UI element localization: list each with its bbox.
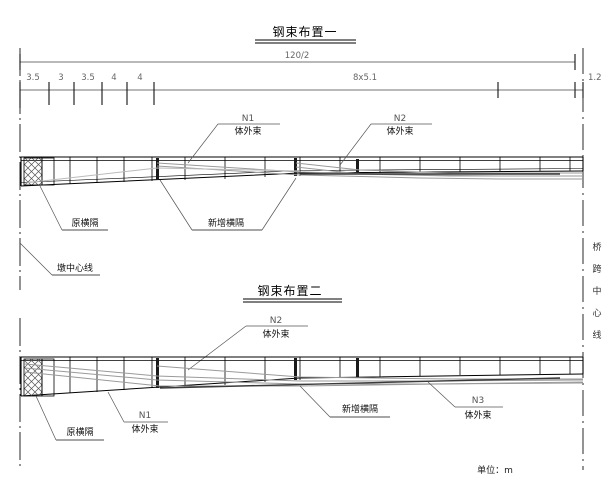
v2-n2-type: 体外束	[262, 328, 289, 340]
v2-new-diaphragm-3	[356, 358, 359, 377]
v2-callout-n2: N2 体外束	[187, 316, 308, 371]
v2-callout-n1: N1 体外束	[107, 391, 168, 435]
view1-girder	[20, 156, 584, 187]
view2-girder	[20, 356, 584, 397]
v2-n1-code: N1	[139, 411, 151, 421]
repeat-span-value: 8x5.1	[353, 73, 377, 83]
v1-n1-leader	[187, 123, 219, 164]
v1-new-diaphragm-leader-2	[261, 177, 297, 231]
v1-tendon-n2-path-b	[295, 166, 583, 177]
v2-new-diaphragm-label: 新增横隔	[342, 403, 378, 415]
v1-tendon-n2-path-a	[295, 162, 583, 174]
v1-original-diaphragm-box	[41, 157, 55, 186]
v1-callout-new-diaphragm: 新增横隔	[159, 177, 297, 231]
v1-n1-type: 体外束	[234, 125, 261, 137]
v1-new-diaphragms	[156, 158, 359, 180]
view1-title-group: 钢束布置一	[255, 25, 356, 44]
v1-n2-code: N2	[394, 114, 406, 124]
unit-note: 单位：m	[477, 464, 513, 476]
v2-original-diaphragm-label: 原横隔	[66, 426, 93, 438]
v1-new-diaphragm-2	[294, 158, 297, 176]
v2-n1-leader	[107, 391, 125, 423]
v2-new-diaphragm-2	[294, 358, 297, 380]
right-vertical-char-2: 跨	[592, 264, 601, 275]
v2-n1-type: 体外束	[131, 423, 158, 435]
v2-tendon-anchored	[159, 377, 561, 389]
right-vertical-char-3: 中	[592, 285, 601, 297]
segment-dim-value-2: 3	[58, 73, 63, 83]
v1-original-diaphragm	[23, 157, 55, 186]
v2-n3-leader	[427, 381, 456, 408]
v1-new-diaphragm-3	[356, 159, 359, 173]
v1-new-diaphragm-leader-1	[159, 179, 193, 231]
v1-n2-type: 体外束	[386, 125, 413, 137]
v1-tendon-left-sweep	[24, 167, 301, 184]
v1-callout-pier-centerline: 墩中心线	[19, 242, 100, 276]
right-vertical-char-4: 心	[592, 308, 601, 319]
v2-callout-original-diaphragm: 原横隔	[35, 395, 104, 441]
v2-new-diaphragm-1	[156, 358, 159, 388]
view2-title-group: 钢束布置二	[243, 284, 342, 303]
segment-dim-value-1: 3.5	[26, 73, 40, 83]
v2-original-diaphragm-box	[41, 358, 55, 397]
v1-original-diaphragm-leader	[39, 185, 63, 231]
segment-dimension-chain: 3.5 3 3.5 4 4 8x5.1	[19, 73, 575, 108]
v1-callout-original-diaphragm: 原横隔	[39, 185, 108, 231]
v1-callout-n2: N2 体外束	[339, 114, 432, 166]
v1-tendon-n1-path-b	[156, 165, 583, 180]
overall-dimension-value: 120/2	[285, 51, 310, 61]
right-vertical-label-group: 桥 跨 中 心 线	[592, 241, 601, 341]
v1-n2-leader	[339, 123, 372, 166]
v2-n2-leader	[187, 325, 247, 371]
view2-title: 钢束布置二	[257, 284, 322, 298]
v1-new-diaphragm-label: 新增横隔	[208, 217, 244, 229]
right-vertical-char-5: 线	[592, 329, 601, 341]
end-dimension-value: 1.2	[588, 73, 602, 83]
v1-tendon-n2	[295, 162, 583, 177]
v1-new-diaphragm-1	[156, 158, 159, 180]
v1-segment-dividers	[69, 157, 571, 184]
v2-n3-code: N3	[472, 396, 484, 406]
v2-n2-code: N2	[270, 316, 282, 326]
v1-n1-code: N1	[242, 114, 254, 124]
v2-new-diaphragms	[156, 358, 359, 388]
v2-n3-type: 体外束	[464, 409, 491, 421]
v2-callout-n3: N3 体外束	[427, 381, 503, 421]
right-vertical-char-1: 桥	[592, 241, 601, 253]
segment-dim-value-3: 3.5	[81, 73, 95, 83]
overall-dimension-group: 120/2	[19, 51, 576, 70]
v1-pier-centerline-label: 墩中心线	[57, 262, 93, 274]
v1-original-diaphragm-label: 原横隔	[71, 217, 98, 229]
segment-dim-value-4: 4	[111, 73, 116, 83]
v2-original-diaphragm-leader	[35, 395, 57, 441]
view1-title: 钢束布置一	[272, 25, 337, 39]
segment-dim-value-5: 4	[137, 73, 142, 83]
v1-pier-centerline-leader	[19, 242, 53, 276]
v2-new-diaphragm-leader	[299, 385, 331, 418]
v2-callout-new-diaphragm: 新增横隔	[299, 385, 390, 418]
v1-callout-n1: N1 体外束	[187, 114, 280, 164]
